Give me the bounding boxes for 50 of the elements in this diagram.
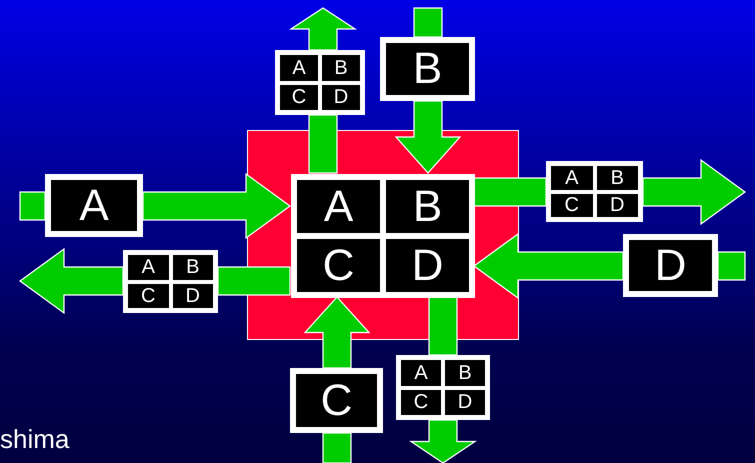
connector-bar <box>19 191 46 221</box>
packet-grid <box>546 161 643 222</box>
connector-bar <box>308 114 338 174</box>
packet-cell: A <box>128 255 168 280</box>
packet-cell: D <box>322 84 360 110</box>
packet-cell: C <box>551 194 592 217</box>
connector-bar <box>217 266 291 296</box>
author-name: shima <box>0 424 70 455</box>
connector-bar <box>322 432 352 463</box>
source-box <box>290 368 383 433</box>
connector-bar <box>428 296 458 356</box>
packet-grid <box>291 174 475 298</box>
packet-cell: C <box>128 284 168 308</box>
packet-cell: D <box>445 390 485 415</box>
packet-cell: D <box>386 239 469 292</box>
packet-grid <box>396 355 490 420</box>
packet-cell: B <box>445 360 485 386</box>
packet-cell: C <box>401 390 441 415</box>
packet-cell: C <box>297 239 380 292</box>
packet-grid <box>123 250 218 313</box>
arrow <box>18 248 124 314</box>
packet-cell: A <box>551 166 592 190</box>
arrow <box>642 158 746 226</box>
source-box <box>45 174 143 237</box>
source-box <box>380 37 475 101</box>
arrow <box>394 100 462 174</box>
connector-bar <box>413 7 443 38</box>
packet-cell: B <box>386 180 469 233</box>
packet-cell: C <box>280 84 318 110</box>
packet-grid <box>275 50 365 115</box>
source-label: A <box>51 180 137 231</box>
arrow <box>142 172 292 240</box>
connector-bar <box>717 251 746 281</box>
connector-bar <box>473 177 547 207</box>
arrow <box>289 7 357 51</box>
packet-cell: B <box>596 166 638 190</box>
source-box <box>623 234 718 297</box>
source-label: C <box>296 374 377 427</box>
packet-cell: D <box>172 284 213 308</box>
source-label: D <box>629 240 712 291</box>
arrow <box>409 419 477 463</box>
packet-cell: A <box>297 180 380 233</box>
packet-cell: A <box>401 360 441 386</box>
packet-cell: D <box>596 194 638 217</box>
source-label: B <box>386 43 469 95</box>
packet-cell: B <box>172 255 213 280</box>
packet-cell: B <box>322 55 360 80</box>
packet-cell: A <box>280 55 318 80</box>
arrow <box>472 232 624 300</box>
arrow <box>304 296 370 369</box>
